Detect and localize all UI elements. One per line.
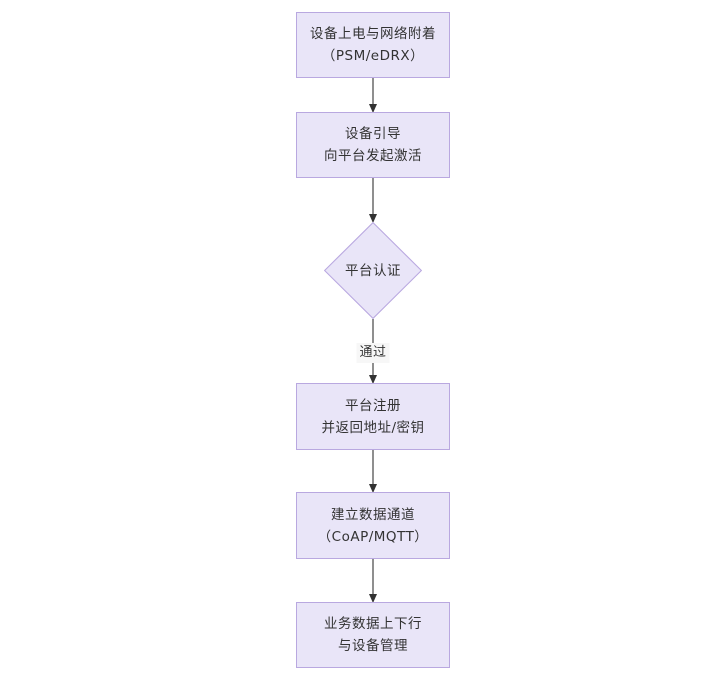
- node-label-line1: 平台认证: [345, 262, 401, 279]
- node-text: 建立数据通道 （CoAP/MQTT）: [318, 504, 429, 548]
- node-label-line1: 平台注册: [345, 397, 401, 414]
- node-label-line2: 与设备管理: [338, 638, 408, 654]
- node-device-bootstrap[interactable]: 设备引导 向平台发起激活: [296, 112, 450, 178]
- node-text: 平台注册 并返回地址/密钥: [321, 395, 424, 439]
- node-label-line2: （PSM/eDRX）: [321, 48, 425, 64]
- edge-label-pass: 通过: [356, 343, 390, 363]
- node-label-line2: 并返回地址/密钥: [321, 419, 425, 436]
- diamond-shape-icon: [324, 222, 422, 319]
- node-label-line1: 设备引导: [345, 126, 401, 142]
- node-text: 设备上电与网络附着 （PSM/eDRX）: [310, 23, 436, 67]
- node-text: 平台认证: [345, 260, 401, 282]
- node-label-line1: 业务数据上下行: [324, 616, 422, 632]
- node-platform-authentication-decision[interactable]: 平台认证: [324, 222, 422, 319]
- node-device-power-on[interactable]: 设备上电与网络附着 （PSM/eDRX）: [296, 12, 450, 78]
- node-business-data-and-device-management[interactable]: 业务数据上下行 与设备管理: [296, 602, 450, 668]
- node-label-line2: （CoAP/MQTT）: [317, 528, 429, 545]
- node-platform-registration[interactable]: 平台注册 并返回地址/密钥: [296, 383, 450, 450]
- node-label-line1: 建立数据通道: [330, 506, 415, 523]
- node-label-line2: 向平台发起激活: [324, 148, 422, 164]
- node-label-line1: 设备上电与网络附着: [310, 26, 436, 42]
- node-text: 设备引导 向平台发起激活: [324, 123, 422, 167]
- node-text: 业务数据上下行 与设备管理: [324, 613, 422, 657]
- node-establish-data-channel[interactable]: 建立数据通道 （CoAP/MQTT）: [296, 492, 450, 559]
